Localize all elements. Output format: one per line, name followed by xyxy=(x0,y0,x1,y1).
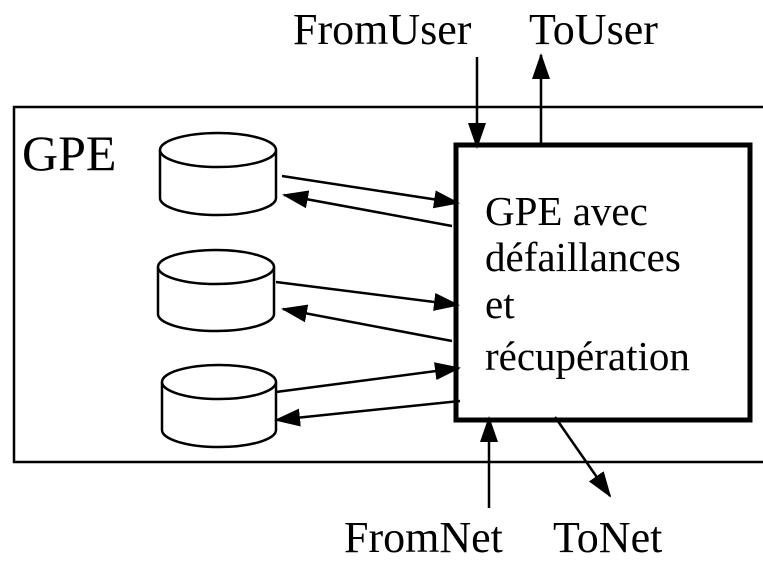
arrow-box-to-db3 xyxy=(274,399,461,427)
container-label: GPE xyxy=(22,125,116,181)
process-line-1: GPE avec xyxy=(485,188,648,234)
arrow-box-to-db2 xyxy=(281,304,453,343)
arrow-box-to-db1 xyxy=(282,190,453,228)
arrow-db3-to-box xyxy=(275,362,461,394)
database-cylinder xyxy=(156,248,276,333)
from-net-label: FromNet xyxy=(344,513,503,562)
arrow-to-net xyxy=(553,416,612,498)
to-user-label: ToUser xyxy=(529,5,658,54)
database-cylinder xyxy=(158,131,278,217)
process-line-3: et xyxy=(485,281,515,327)
database-cylinder xyxy=(160,363,278,449)
process-box xyxy=(453,142,753,423)
process-line-4: récupération xyxy=(485,333,690,379)
arrow-db2-to-box xyxy=(275,280,460,311)
arrow-db1-to-box xyxy=(281,174,460,209)
to-net-label: ToNet xyxy=(553,513,662,562)
process-line-2: défaillances xyxy=(485,234,681,280)
from-user-label: FromUser xyxy=(293,5,472,54)
